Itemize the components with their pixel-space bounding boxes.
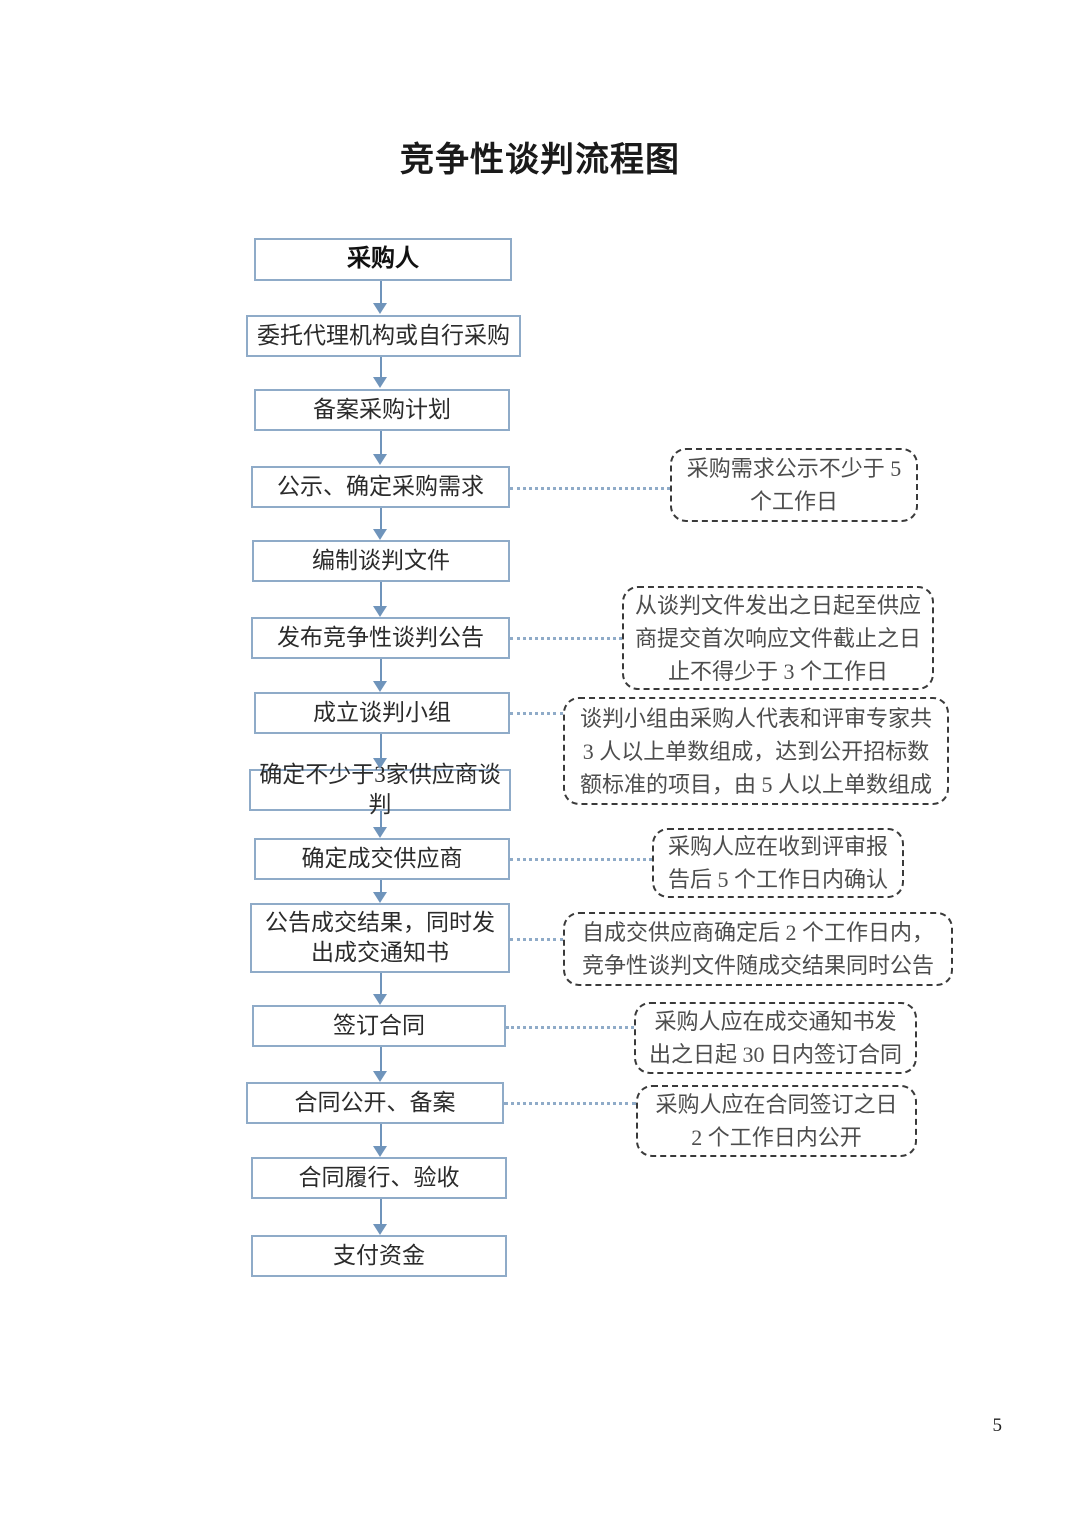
flow-node-entrust-agency[interactable]: 委托代理机构或自行采购 xyxy=(246,315,521,357)
flow-node-compile-documents[interactable]: 编制谈判文件 xyxy=(252,540,510,582)
note-negotiation-team-composition: 谈判小组由采购人代表和评审专家共 3 人以上单数组成，达到公开招标数额标准的项目… xyxy=(563,697,949,805)
page-number: 5 xyxy=(992,1415,1003,1436)
arrow-head-7-8 xyxy=(373,758,387,769)
note-contract-signing-period: 采购人应在成交通知书发出之日起 30 日内签订合同 xyxy=(634,1002,917,1074)
arrow-head-1-2 xyxy=(373,303,387,314)
note-confirm-review-report: 采购人应在收到评审报告后 5 个工作日内确认 xyxy=(652,828,904,898)
connector-to-note1 xyxy=(510,487,670,490)
arrow-head-5-6 xyxy=(373,606,387,617)
arrow-line-7-8 xyxy=(380,734,382,758)
flow-node-announce-result[interactable]: 公告成交结果，同时发出成交通知书 xyxy=(250,903,510,973)
arrow-line-13-14 xyxy=(380,1199,382,1224)
flow-node-payment[interactable]: 支付资金 xyxy=(251,1235,507,1277)
arrow-head-3-4 xyxy=(373,454,387,465)
arrow-head-11-12 xyxy=(373,1071,387,1082)
arrow-line-11-12 xyxy=(380,1047,382,1071)
flow-node-contract-disclosure[interactable]: 合同公开、备案 xyxy=(246,1082,504,1124)
arrow-line-2-3 xyxy=(380,357,382,377)
arrow-line-12-13 xyxy=(380,1124,382,1146)
flow-node-form-negotiation-team[interactable]: 成立谈判小组 xyxy=(254,692,510,734)
note-response-deadline-period: 从谈判文件发出之日起至供应商提交首次响应文件截止之日止不得少于 3 个工作日 xyxy=(622,586,934,690)
flow-node-record-plan[interactable]: 备案采购计划 xyxy=(254,389,510,431)
arrow-line-3-4 xyxy=(380,431,382,454)
arrow-line-10-11 xyxy=(380,973,382,994)
arrow-head-12-13 xyxy=(373,1146,387,1157)
flow-node-sign-contract[interactable]: 签订合同 xyxy=(252,1005,506,1047)
flow-node-publish-announcement[interactable]: 发布竞争性谈判公告 xyxy=(251,617,510,659)
connector-to-note6 xyxy=(506,1026,634,1029)
arrow-head-8-9 xyxy=(373,827,387,838)
connector-to-note3 xyxy=(510,712,563,715)
arrow-line-9-10 xyxy=(380,880,382,892)
arrow-head-4-5 xyxy=(373,529,387,540)
arrow-line-8-9 xyxy=(380,811,382,827)
flow-node-three-suppliers[interactable]: 确定不少于3家供应商谈判 xyxy=(249,762,511,817)
page-title: 竞争性谈判流程图 xyxy=(400,142,680,179)
arrow-line-1-2 xyxy=(380,281,382,303)
flow-node-contract-performance[interactable]: 合同履行、验收 xyxy=(251,1157,507,1199)
arrow-line-5-6 xyxy=(380,582,382,606)
note-demand-publicity-period: 采购需求公示不少于 5 个工作日 xyxy=(670,448,918,522)
connector-to-note2 xyxy=(510,637,622,640)
connector-to-note5 xyxy=(510,938,563,941)
flow-node-publicize-demand[interactable]: 公示、确定采购需求 xyxy=(251,466,510,508)
note-result-announcement-period: 自成交供应商确定后 2 个工作日内，竞争性谈判文件随成交结果同时公告 xyxy=(563,912,953,986)
arrow-head-10-11 xyxy=(373,994,387,1005)
arrow-head-6-7 xyxy=(373,681,387,692)
arrow-line-4-5 xyxy=(380,508,382,529)
arrow-head-2-3 xyxy=(373,377,387,388)
flow-node-determine-winner[interactable]: 确定成交供应商 xyxy=(254,838,510,880)
flow-node-procurer[interactable]: 采购人 xyxy=(254,238,512,281)
connector-to-note7 xyxy=(504,1102,636,1105)
arrow-line-6-7 xyxy=(380,659,382,681)
arrow-head-13-14 xyxy=(373,1224,387,1235)
note-contract-disclosure-period: 采购人应在合同签订之日 2 个工作日内公开 xyxy=(636,1085,917,1157)
arrow-head-9-10 xyxy=(373,892,387,903)
connector-to-note4 xyxy=(510,858,652,861)
